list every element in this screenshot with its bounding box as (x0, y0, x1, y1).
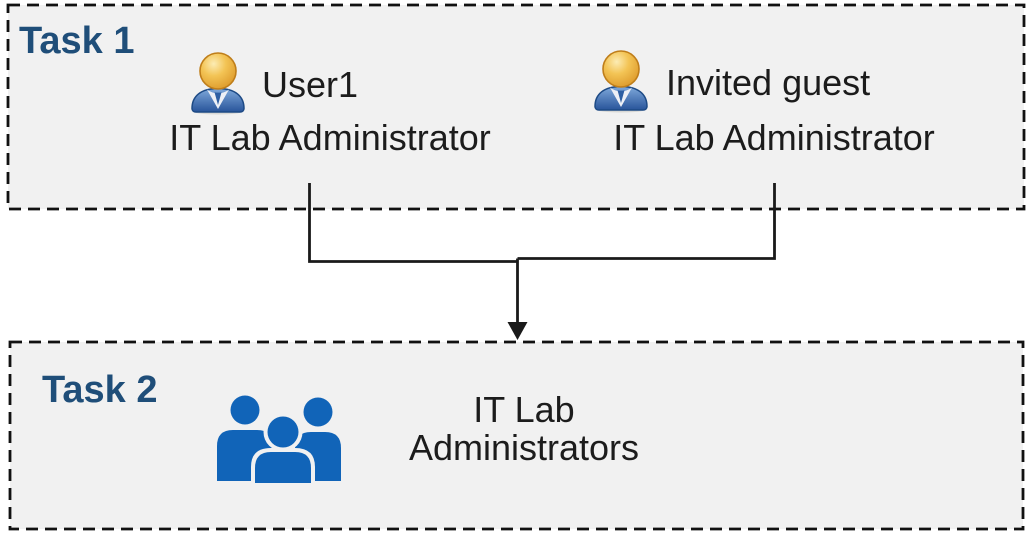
task2-box (8, 340, 1025, 531)
connector-guest (517, 183, 776, 260)
connector-user1 (308, 183, 519, 263)
task1-label: Task 1 (19, 20, 135, 62)
people-group-icon (217, 395, 341, 483)
member-role: IT Lab Administrator (169, 117, 491, 158)
task1-box (6, 3, 1026, 211)
member-role: IT Lab Administrator (613, 117, 935, 158)
group-front-figure (255, 416, 311, 483)
task2-label: Task 2 (42, 369, 158, 411)
group-back-figures (217, 395, 341, 481)
member-name: Invited guest (666, 62, 871, 103)
member-name: User1 (262, 64, 359, 105)
group-name: IT Lab Administrators (408, 389, 640, 468)
arrowhead-down-icon (507, 322, 528, 340)
